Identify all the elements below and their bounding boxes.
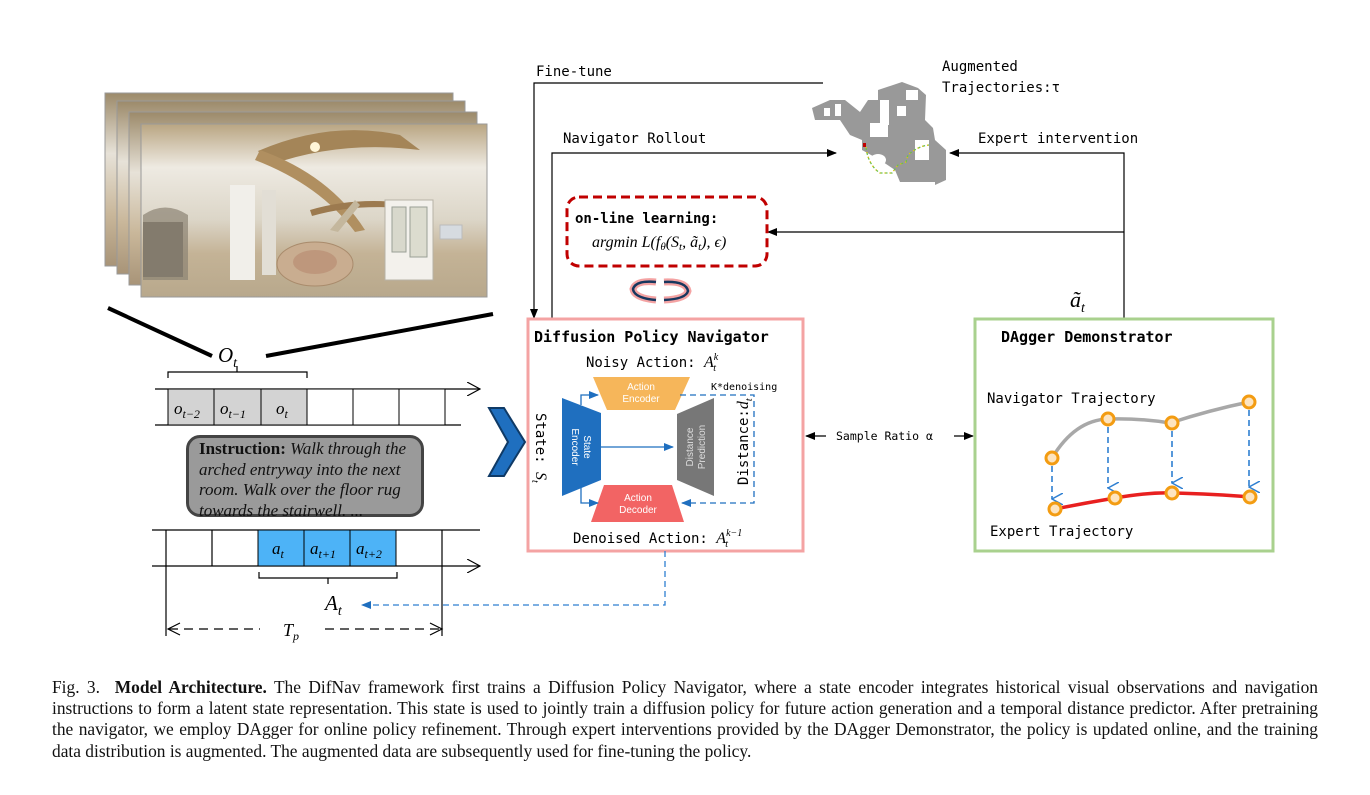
navigator-waypoint [1100, 411, 1116, 427]
figure-caption: Fig. 3. Model Architecture. The DifNav f… [52, 677, 1318, 762]
action-encoder-block [593, 377, 690, 410]
k-denoising-label: K*denoising [711, 382, 777, 393]
navigator-title: Diffusion Policy Navigator [534, 328, 769, 346]
sample-ratio-label: Sample Ratio α [836, 429, 933, 443]
panorama-frame-current [140, 123, 488, 298]
action-brace [258, 572, 398, 584]
navigator-trajectory-line [1050, 400, 1250, 459]
action-timeline: at at+1 at+2 At Tp [152, 529, 480, 643]
distance-label: Distance:dt [735, 398, 755, 485]
rollout-label: Navigator Rollout [563, 131, 706, 147]
obs-cell-t-minus-1 [213, 388, 262, 426]
expert-trajectory-label: Expert Trajectory [990, 524, 1133, 540]
navigator-waypoint [1164, 415, 1180, 431]
denoised-output-arrow [361, 551, 666, 609]
instruction-text: Walk through the arched entryway into th… [199, 439, 407, 520]
action-decoder-block [591, 485, 684, 522]
action-chunk-label: At [323, 591, 343, 619]
sample-ratio: Sample Ratio α [805, 429, 974, 443]
navigator-waypoint [1241, 394, 1257, 410]
instruction-box: Instruction: Walk through the arched ent… [186, 435, 424, 520]
expert-waypoint [1164, 485, 1180, 501]
expert-action-label: ãt [1070, 287, 1086, 316]
observation-set-label: Ot [218, 343, 238, 371]
online-learning-formula: argmin L(fθ(St, ãt), ϵ) [592, 234, 726, 253]
augmented-label-line1: Augmented [942, 59, 1018, 75]
finetune-loop: Fine-tune [530, 64, 823, 319]
augmented-label-line2: Trajectories:τ [942, 80, 1060, 96]
finetune-label: Fine-tune [536, 64, 612, 80]
diffusion-policy-navigator: Diffusion Policy Navigator Noisy Action:… [526, 317, 805, 553]
obs-cell-t-minus-2 [167, 388, 215, 426]
instruction-prefix: Instruction: [199, 439, 286, 458]
expert-intervention-label: Expert intervention [978, 131, 1138, 147]
navigator-trajectory-label: Navigator Trajectory [987, 391, 1156, 407]
online-learning-box: on-line learning: argmin L(fθ(St, ãt), ϵ… [565, 195, 769, 268]
dagger-demonstrator: DAgger Demonstrator Navigator Trajectory… [973, 317, 1275, 553]
architecture-diagram: Ot ot−2 ot−1 ot at at+1 at+2 At Tp [104, 59, 1275, 643]
state-label: State: St [529, 413, 549, 483]
action-decoder-label: Decoder [619, 505, 657, 516]
chevron-right-icon [487, 407, 527, 477]
obs-cell-t [260, 388, 308, 426]
zoom-line-left [107, 306, 213, 358]
expert-waypoint [1107, 490, 1123, 506]
obs-cell-empty [398, 388, 446, 426]
state-encoder-label: StateEncoder [569, 428, 592, 466]
zoom-line-right [265, 312, 494, 358]
obs-cell-empty [352, 388, 400, 426]
online-learning-title: on-line learning: [575, 211, 718, 227]
obs-cell-empty [306, 388, 354, 426]
navigator-waypoint [1044, 450, 1060, 466]
action-cell-t-plus-2 [349, 529, 397, 567]
observation-timeline: ot−2 ot−1 ot [155, 388, 480, 426]
action-cell-t [257, 529, 305, 567]
caption-label: Fig. 3. [52, 677, 100, 697]
action-decoder-label: Action [624, 493, 652, 504]
demonstrator-title: DAgger Demonstrator [1001, 328, 1173, 346]
expert-trajectory-line [1054, 491, 1251, 511]
expert-waypoint [1047, 501, 1063, 517]
cycle-icon [629, 278, 692, 304]
rollout-loop: Navigator Rollout [551, 131, 837, 318]
observation-brace [167, 366, 308, 378]
caption-title: Model Architecture. [114, 677, 267, 697]
horizon-label: Tp [283, 620, 299, 643]
caption-text: The DifNav framework first trains a Diff… [52, 677, 1319, 761]
action-encoder-label: Action [627, 382, 655, 393]
state-encoder-block [562, 398, 601, 496]
expert-intervention-loop: Expert intervention ãt [767, 131, 1138, 318]
augmented-trajectory-map: Augmented Trajectories:τ [812, 59, 1060, 185]
action-encoder-label: Encoder [622, 394, 660, 405]
distance-prediction-block [677, 398, 714, 496]
distance-prediction-label: DistancePrediction [685, 425, 708, 469]
expert-waypoint [1242, 489, 1258, 505]
observation-image-stack [104, 92, 488, 298]
